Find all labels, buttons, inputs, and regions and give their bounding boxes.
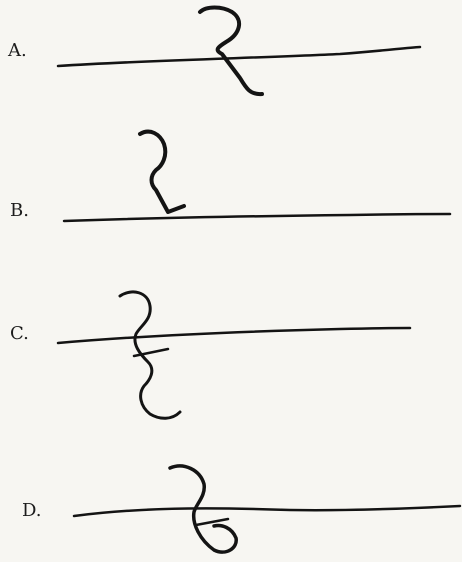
option-b-figure bbox=[64, 132, 450, 221]
option-a-figure bbox=[58, 8, 420, 95]
option-c-baseline bbox=[58, 328, 410, 343]
option-a-hook bbox=[200, 8, 262, 95]
option-c-figure bbox=[58, 292, 410, 418]
option-d-tick bbox=[196, 519, 228, 525]
option-b-hook bbox=[140, 132, 184, 212]
option-b-baseline bbox=[64, 214, 450, 221]
option-c-hook bbox=[120, 292, 180, 418]
option-d-baseline bbox=[74, 506, 460, 516]
option-a-baseline bbox=[58, 47, 420, 66]
option-d-figure bbox=[74, 466, 460, 552]
